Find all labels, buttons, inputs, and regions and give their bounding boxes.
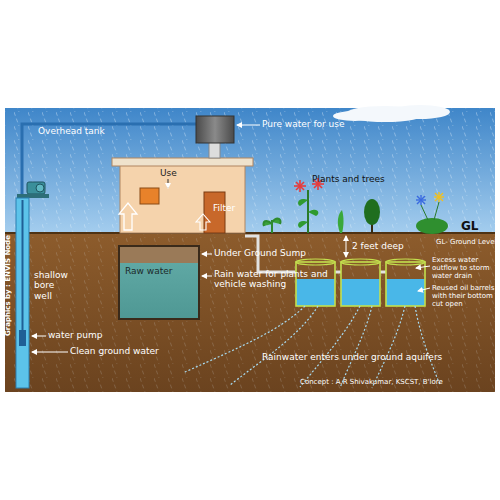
recharge-barrels (296, 259, 425, 306)
text-label: Concept : A.R Shivakumar, KSCST, B'lore (300, 378, 495, 386)
tank-stand (209, 142, 220, 158)
bore-pipe (22, 200, 24, 330)
leader-arrows (32, 125, 430, 352)
text-label: Excess water outflow to storm water drai… (432, 256, 496, 280)
text-label: Under Ground Sump (214, 248, 334, 258)
text-label: Rain water for plants and vehicle washin… (214, 269, 336, 290)
text-label: shallow bore well (34, 270, 70, 301)
use-arrow (119, 203, 137, 230)
depth-arrow (346, 236, 347, 257)
overhead-tank (196, 116, 234, 143)
text-label: Graphics by : ENVIS Node (4, 186, 12, 336)
text-label: Pure water for use (262, 119, 362, 129)
use-pointer (168, 179, 169, 188)
text-label: Overhead tank (38, 126, 108, 136)
text-label: 2 feet deep (352, 241, 422, 251)
barrel-link (335, 271, 386, 274)
house-window (140, 188, 159, 204)
submersible-pump (19, 330, 26, 346)
text-label: Use (160, 168, 190, 178)
house-roof (112, 158, 253, 166)
text-label: Clean ground water (70, 346, 180, 356)
text-label: Plants and trees (312, 174, 412, 184)
node-text: Raw water (125, 266, 194, 276)
text-label: Rainwater enters under ground aquifers (262, 352, 472, 362)
cloud (333, 105, 450, 122)
text-label: water pump (48, 330, 118, 340)
bore-well (16, 198, 29, 388)
sump-tank: Raw water (118, 245, 200, 320)
house-wall (120, 165, 245, 233)
plants (263, 178, 448, 234)
surface-pump (17, 182, 49, 198)
soil (5, 233, 495, 392)
text-label: GL- Ground Level (436, 238, 498, 246)
text-label: Filter (213, 203, 253, 213)
rain-soil (5, 233, 495, 392)
ground-line (5, 232, 495, 234)
text-label: GL (461, 220, 491, 234)
aquifer-streams (185, 306, 440, 388)
text-label: Reused oil barrels with their bottom cut… (432, 284, 496, 308)
rain (5, 108, 495, 392)
filter-arrow (196, 214, 210, 230)
